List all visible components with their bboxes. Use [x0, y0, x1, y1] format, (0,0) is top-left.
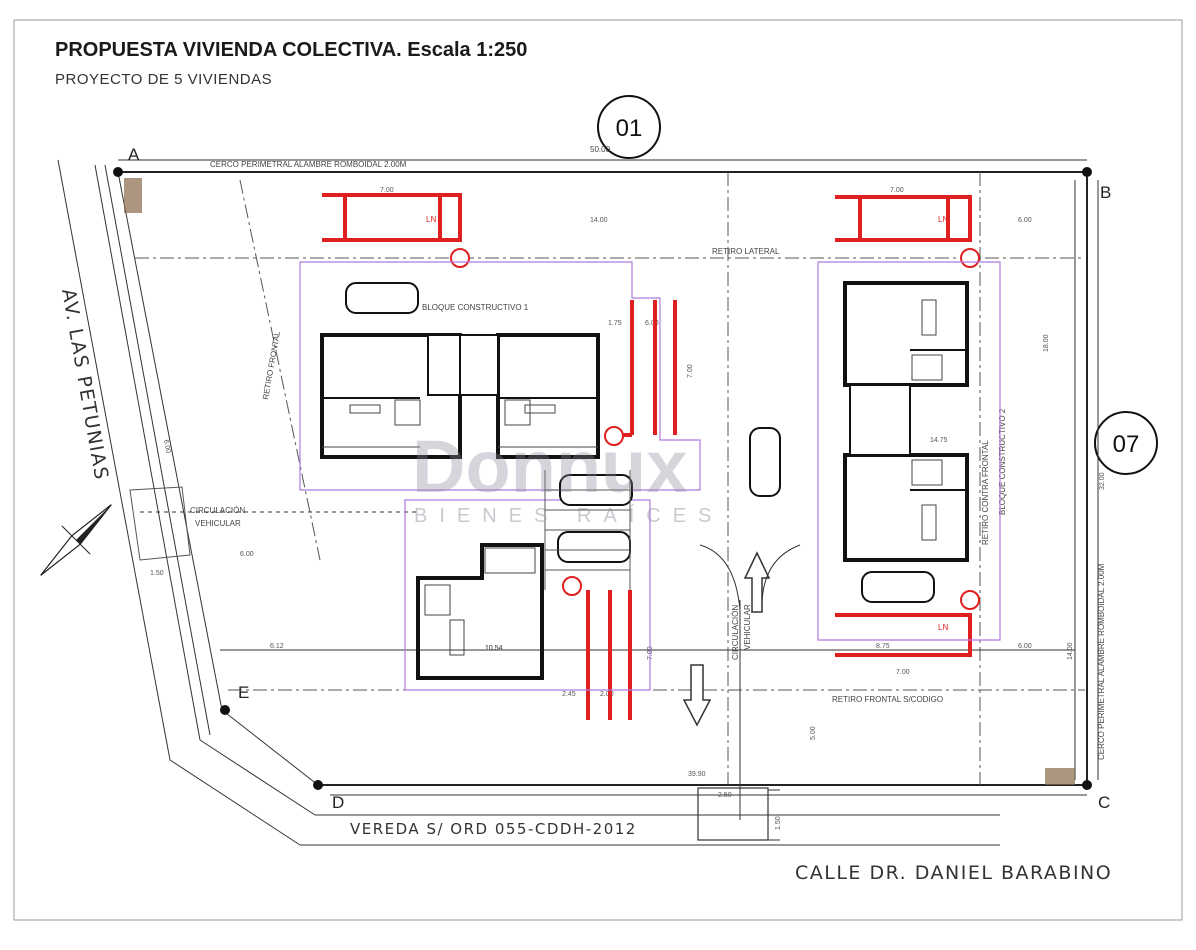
dim-d26: 1.50 [150, 570, 164, 577]
badge-07-label: 07 [1113, 431, 1140, 458]
north-arrow [40, 504, 112, 576]
dim-d8: 18.00 [1043, 334, 1050, 352]
bloque-2-label: BLOQUE CONSTRUCTIVO 2 [998, 408, 1007, 515]
plan-title: PROPUESTA VIVIENDA COLECTIVA. Escala 1:2… [55, 39, 527, 61]
building-block-2 [843, 281, 969, 562]
dim-d6: 6.00 [645, 320, 659, 327]
fence-top-label: CERCO PERIMETRAL ALAMBRE ROMBOIDAL 2.00M [210, 160, 407, 169]
retiro-lateral-label: RETIRO LATERAL [712, 247, 780, 256]
retiro-frontal-codigo-label: RETIRO FRONTAL S/CODIGO [832, 695, 943, 704]
avenue-label: AV. LAS PETUNIAS [57, 287, 112, 482]
dim-d4: 6.00 [1018, 217, 1032, 224]
dim-d25: 6.00 [162, 439, 171, 454]
dim-top-total: 50.00 [590, 145, 611, 154]
corner-b: B [1100, 183, 1111, 202]
badge-01-label: 01 [616, 115, 643, 142]
circulation-arrows [682, 544, 801, 820]
dim-d13: 2.45 [562, 691, 576, 698]
badge-07: 07 [1094, 411, 1158, 475]
dim-d5: 1.75 [608, 320, 622, 327]
dim-d11: 6.12 [270, 643, 284, 650]
plan-subtitle: PROYECTO DE 5 VIVIENDAS [55, 71, 272, 88]
lot-boundary [118, 159, 1099, 846]
building-block-1 [320, 333, 600, 459]
corner-e: E [238, 683, 249, 702]
dim-d23: 32.00 [1099, 472, 1106, 490]
avenue-edges [57, 159, 319, 846]
circ-vehicular-1: CIRCULACIÓN [190, 506, 245, 515]
ln-label-1: LN [426, 215, 436, 224]
retiro-contra-frontal-label: RETIRO CONTRA FRONTAL [981, 440, 990, 545]
corner-c: C [1098, 793, 1110, 812]
dim-d20: 2.50 [718, 792, 732, 799]
badge-01: 01 [597, 95, 661, 159]
driveway-entrance [697, 787, 780, 841]
parking-stripes [544, 470, 631, 590]
setback-lines [135, 172, 1085, 785]
ln-label-3: LN [938, 623, 948, 632]
dim-d10: 6.00 [240, 551, 254, 558]
corner-d: D [332, 793, 344, 812]
dim-d2: 14.00 [590, 217, 608, 224]
avenue-crossing [129, 486, 191, 561]
dim-d24: 14.00 [1067, 642, 1074, 660]
dim-d18: 7.00 [896, 669, 910, 676]
dim-d17: 6.00 [1018, 643, 1032, 650]
ln-label-2: LN [938, 215, 948, 224]
retiro-frontal-label: RETIRO FRONTAL [261, 330, 282, 400]
sheet-border [13, 19, 1183, 921]
watermark-sub: BIENES RAÍCES [414, 504, 723, 527]
circ-vertical-2: VEHICULAR [743, 604, 752, 650]
corner-a: A [128, 145, 140, 164]
unit-area-label: 10.54 [485, 645, 503, 652]
bloque-1-label: BLOQUE CONSTRUCTIVO 1 [422, 303, 529, 312]
dim-d9: 14.75 [930, 437, 948, 444]
dim-d14: 2.00 [600, 691, 614, 698]
fence-right-label: CERCO PERIMETRAL ALAMBRE ROMBOIDAL 2.00M [1097, 563, 1106, 760]
dim-d21: 1.50 [775, 816, 782, 830]
circ-vertical-1: CIRCULACIÓN [731, 605, 740, 660]
dim-d3: 7.00 [890, 187, 904, 194]
calle-label: CALLE DR. DANIEL BARABINO [795, 862, 1112, 884]
dim-d1: 7.00 [380, 187, 394, 194]
dim-d7: 7.00 [687, 364, 694, 378]
dim-d16: 8.75 [876, 643, 890, 650]
corner-markers [113, 167, 1092, 790]
dim-d12: 10.54 [485, 645, 503, 652]
building-block-3: 10.54 [416, 543, 544, 680]
watermark-brand: Donnux [412, 425, 687, 508]
dim-d19: 39.90 [688, 771, 706, 778]
circ-vehicular-2: VEHICULAR [195, 519, 241, 528]
dim-d22: 5.00 [810, 726, 817, 740]
sidewalk-label: VEREDA S/ ORD 055-CDDH-2012 [350, 820, 637, 838]
